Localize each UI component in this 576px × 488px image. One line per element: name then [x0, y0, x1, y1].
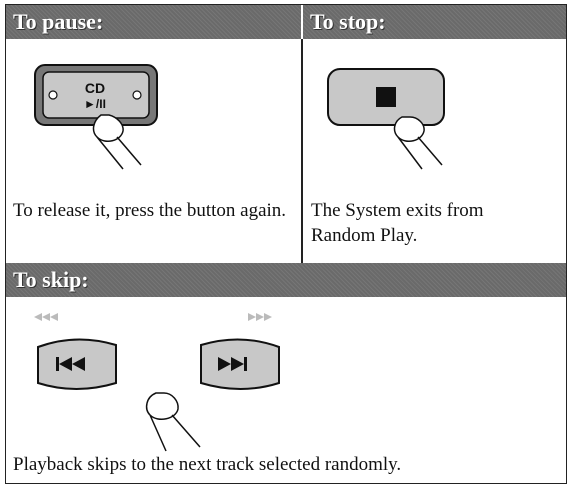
- header-divider: [301, 5, 303, 39]
- finger-icon: [393, 116, 443, 170]
- stop-description: The System exits from Random Play.: [311, 200, 484, 246]
- pause-header-text: To pause:: [13, 9, 104, 34]
- led-right-icon: [132, 90, 142, 100]
- skip-forward-icon: [218, 357, 247, 371]
- play-pause-symbol: ►/II: [84, 97, 106, 111]
- skip-header-text: To skip:: [13, 267, 89, 292]
- skip-back-icon: [56, 357, 85, 371]
- rewind-indicator-icon: [34, 313, 58, 321]
- pause-description: To release it, press the button again.: [13, 200, 287, 221]
- cd-button-label: CD: [85, 80, 105, 96]
- finger-icon: [145, 392, 201, 452]
- skip-illustration: [34, 313, 280, 452]
- skip-header: To skip:: [6, 263, 566, 297]
- cell-divider: [301, 39, 303, 263]
- led-left-icon: [48, 90, 58, 100]
- pause-illustration: CD ►/II: [34, 64, 158, 170]
- stop-illustration: [327, 68, 445, 170]
- instruction-panel: To pause: To stop: CD ►/II To release it…: [5, 4, 567, 484]
- stop-header: To stop:: [303, 5, 566, 39]
- pause-header: To pause:: [6, 5, 301, 39]
- skip-description: Playback skips to the next track selecte…: [13, 454, 402, 475]
- stop-header-text: To stop:: [310, 9, 386, 34]
- stop-icon: [376, 87, 396, 107]
- finger-icon: [92, 114, 142, 170]
- forward-indicator-icon: [248, 313, 272, 321]
